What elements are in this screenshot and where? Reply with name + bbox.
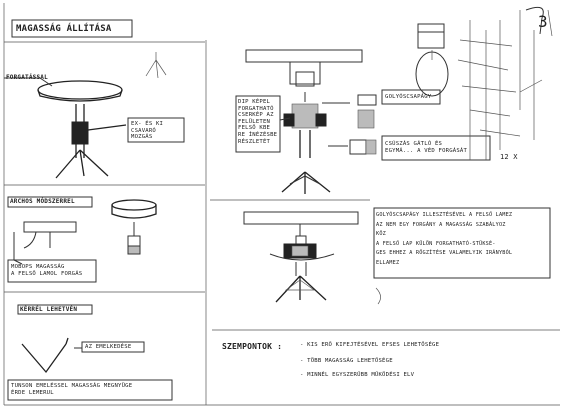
margin-mark: 12 X [500,153,518,161]
top-plate-sketch [243,207,551,305]
center-right-note-1: GOLYÓSCSAPÁGY [385,94,432,100]
margin-number: 3 [538,12,548,31]
center-right-note-2: CSÚSZÁS GÁTLÓ ÉS EGYMÁ... A VÉD FORGÁSÁT [385,141,468,154]
rotating-stool-sketch [4,77,185,179]
page-title: MAGASSÁG ÁLLÍTÁSA [16,24,112,34]
margin-doodles [415,6,553,160]
karrel-note: TUNSON EMELÉSSEL MAGASSÁG MEGNYÜGE ÉRDE … [11,383,133,396]
forgatassal-callout: EX- ÉS KI CSAVARÓ MOZGÁS [131,121,164,141]
forgatassal-label: FORGATÁSSAL [6,74,48,81]
title-box [11,19,133,38]
panel-lines [3,3,560,406]
archos-label: ARCHOS MÓDSZERREL [10,198,75,205]
center-left-note: DIP KÉPEL FORGATHATÓ CSERKÉP AZ FELÜLETE… [238,99,278,145]
szempontok-item-2: - TÖBB MAGASSÁG LEHETŐSÉGE [300,358,393,364]
szempontok-item-1: - KIS ERŐ KIFEJTÉSÉVEL EFSES LEHETŐSÉGE [300,342,440,348]
karrel-label: KÉRRÉL LEHETVÉN [20,306,78,313]
archos-callout: MOBOPS MAGASSÁG A FELSŐ LAMOL FORGÁS [11,264,83,277]
karrel-callout: AZ EMELKEDÉSE [85,344,132,350]
small-tripod-sketch [145,52,167,79]
arch-method-sketch [7,196,157,283]
szempontok-item-3: - MINNÉL EGYSZERŰBB MŰKÖDÉSI ELV [300,372,415,378]
bearing-section-sketch [235,49,491,194]
lever-sketch [7,304,173,401]
right-explanation-text: GOLYÓSCSAPÁGY ILLESZTÉSÉVEL A FELSŐ LAME… [376,212,513,266]
szempontok-heading: SZEMPONTOK : [222,342,283,351]
